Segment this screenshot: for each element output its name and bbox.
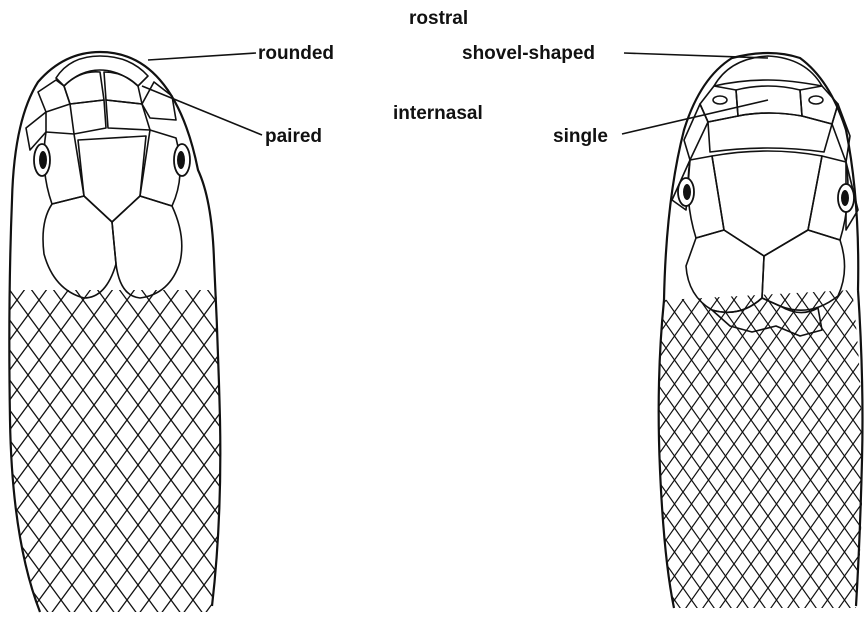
right-nasal-right: [800, 86, 838, 124]
label-rostral: rostral: [409, 9, 468, 28]
right-rostral-scale: [714, 56, 822, 86]
left-frontal-scale: [78, 136, 146, 222]
left-body-scales: [0, 290, 240, 620]
leader-single: [622, 100, 768, 134]
right-head-pupil-right: [841, 190, 849, 206]
right-internasal-single: [736, 86, 802, 116]
left-prefrontal-left: [70, 100, 106, 134]
left-head-pupil-left: [39, 151, 47, 169]
right-nostril-left: [713, 96, 727, 104]
label-shovel-shaped: shovel-shaped: [462, 44, 595, 63]
right-prefrontal-band: [708, 113, 832, 152]
right-nostril-right: [809, 96, 823, 104]
leader-paired: [142, 86, 262, 135]
left-internasal-right: [104, 72, 142, 104]
label-internasal: internasal: [393, 104, 483, 123]
left-snake-head: [0, 52, 240, 620]
left-internasal-left: [64, 72, 104, 104]
left-head-pupil-right: [177, 151, 185, 169]
left-parietal-left: [43, 196, 116, 298]
right-head-outline: [664, 53, 858, 300]
label-rounded: rounded: [258, 44, 334, 63]
right-snake-head: [650, 53, 864, 620]
left-parietal-right: [112, 196, 182, 298]
right-body-scales: [650, 290, 864, 620]
right-head-pupil-left: [683, 184, 691, 200]
label-paired: paired: [265, 127, 322, 146]
left-prefrontal-right: [106, 100, 150, 130]
label-single: single: [553, 127, 608, 146]
leader-rounded: [148, 53, 256, 60]
right-frontal-scale: [712, 151, 822, 256]
